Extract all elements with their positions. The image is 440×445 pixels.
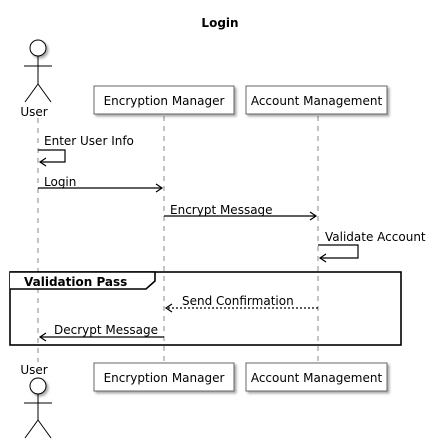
participant-box: [245, 362, 388, 392]
actor-head-icon: [29, 377, 47, 395]
message-decrypt-message: Decrypt Message: [38, 323, 164, 342]
message-enter-user-info: Enter User Info: [38, 134, 134, 167]
participant-account-management-bottom: Account Management: [245, 362, 388, 392]
message-label: Login: [44, 175, 76, 189]
message-label: Validate Account: [325, 230, 426, 244]
participant-label: Account Management: [251, 94, 383, 108]
actor-right-leg-icon: [37, 419, 52, 439]
message-label: Decrypt Message: [54, 323, 158, 337]
message-encrypt-message: Encrypt Message: [164, 203, 318, 221]
actor-left-leg-icon: [24, 83, 39, 103]
message-arrow-line: [318, 244, 359, 259]
actor-user-label-top: User: [20, 105, 47, 119]
diagram-title: Login: [201, 16, 238, 30]
arrowhead-icon: [155, 183, 164, 193]
message-send-confirmation: Send Confirmation: [164, 294, 318, 313]
arrowhead-icon: [164, 303, 173, 313]
actor-right-leg-icon: [37, 83, 52, 103]
message-login: Login: [38, 175, 164, 193]
participant-label: Account Management: [251, 371, 383, 385]
fragment-validation-pass: Validation Pass: [9, 271, 402, 346]
participant-encryption-manager-bottom: Encryption Manager: [93, 362, 235, 392]
participant-box: [245, 85, 388, 115]
message-arrow-line: [38, 149, 66, 163]
participant-account-management-top: Account Management: [245, 85, 388, 115]
actor-head-icon: [29, 39, 47, 57]
actor-user-top: [24, 39, 52, 103]
message-validate-account: Validate Account: [318, 230, 426, 263]
actor-left-leg-icon: [24, 419, 39, 439]
participant-encryption-manager-top: Encryption Manager: [93, 85, 235, 115]
participant-box: [93, 85, 235, 115]
fragment-frame: [9, 271, 402, 346]
participant-label: Encryption Manager: [104, 94, 225, 108]
participant-label: Encryption Manager: [104, 371, 225, 385]
actor-user-label-bottom: User: [20, 363, 47, 377]
arrowhead-icon: [318, 253, 327, 263]
arrowhead-icon: [309, 211, 318, 221]
arrowhead-icon: [38, 157, 47, 167]
message-label: Encrypt Message: [170, 203, 273, 217]
arrowhead-icon: [38, 332, 47, 342]
participant-box: [93, 362, 235, 392]
fragment-label: Validation Pass: [24, 275, 127, 289]
message-label: Enter User Info: [44, 134, 134, 148]
fragment-tab: [10, 271, 156, 290]
actor-user-bottom: [24, 377, 52, 439]
message-label: Send Confirmation: [182, 294, 294, 308]
